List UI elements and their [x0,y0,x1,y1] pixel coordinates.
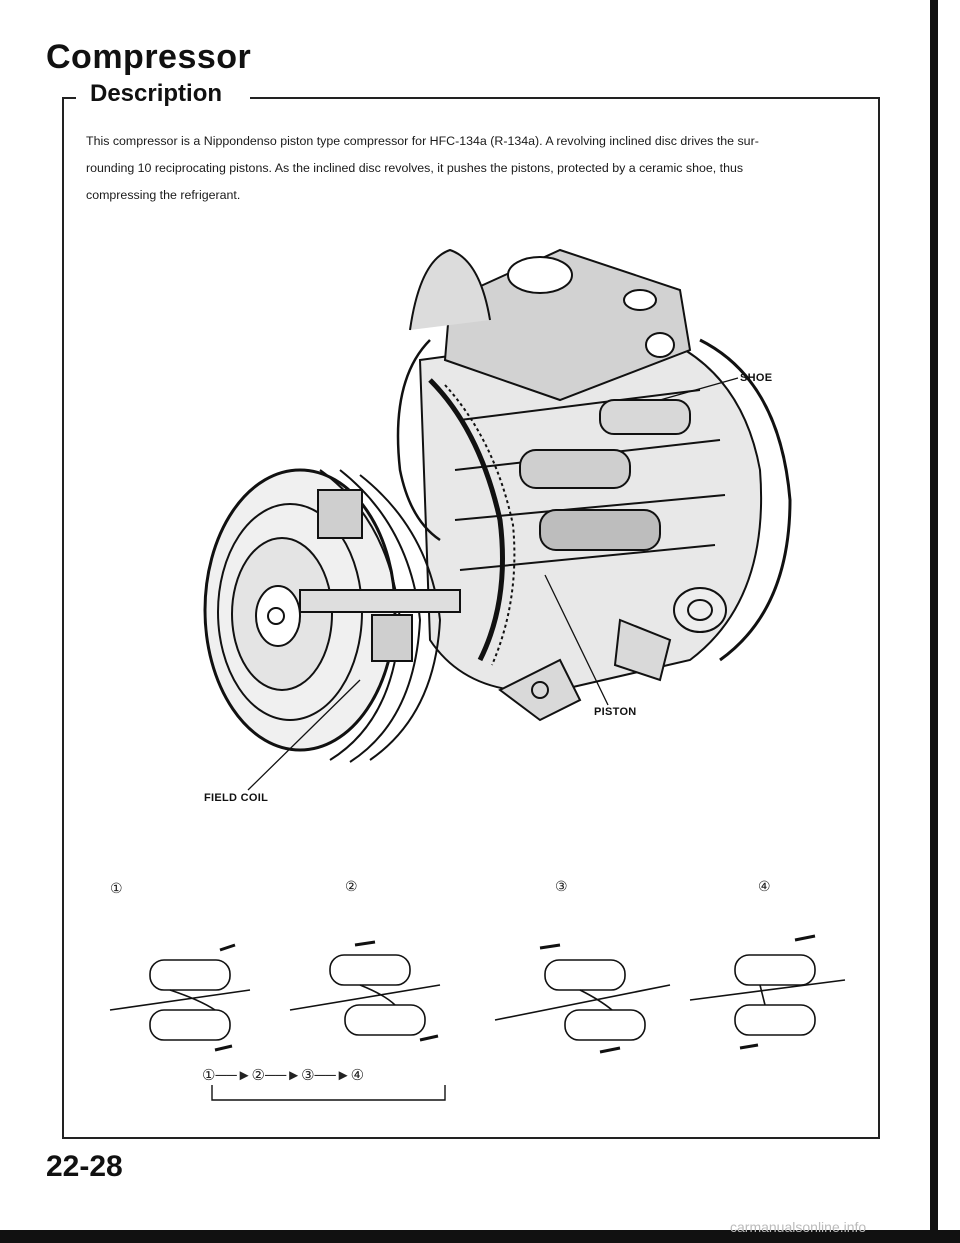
piston-label: PISTON [594,706,637,718]
shoe-label: SHOE [740,372,773,384]
step-sequence: ①──►②──►③──►④ [202,1067,365,1084]
step-2-diagram [289,940,441,1042]
cycle-return-arrow [211,1085,446,1101]
step-1-number: ① [110,880,123,896]
page-number: 22-28 [46,1150,123,1183]
section-frame [62,97,880,1139]
field-coil-leader-line [247,679,361,791]
page-title: Compressor [46,38,252,76]
section-heading: Description [84,80,229,108]
description-text: This compressor is a Nippondenso piston … [86,128,866,209]
shoe-leader-line [659,377,739,401]
step-4-diagram [689,934,846,1050]
field-coil-label: FIELD COIL [204,792,269,804]
description-line-3: compressing the refrigerant. [86,188,241,202]
step-2-number: ② [345,878,358,894]
frame-line [62,97,76,99]
step-1-diagram [109,943,251,1052]
description-line-2: rounding 10 reciprocating pistons. As th… [86,161,744,175]
step-3-number: ③ [555,878,568,894]
step-3-diagram [494,943,671,1054]
page-bottom-bar [0,1230,960,1243]
description-line-1: This compressor is a Nippondenso piston … [86,134,759,148]
page-edge-bar [930,0,938,1243]
watermark: carmanualsonline.info [730,1219,867,1235]
piston-leader-line [544,574,609,706]
step-4-number: ④ [758,878,771,894]
frame-line [250,97,880,99]
